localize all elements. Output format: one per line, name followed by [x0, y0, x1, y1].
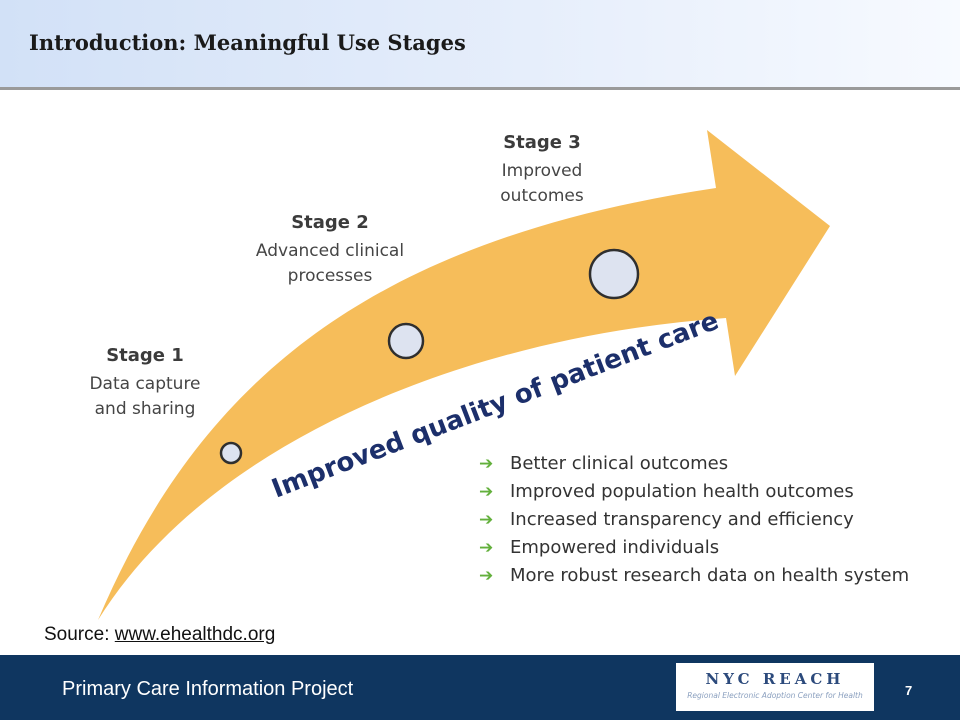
list-item: ➔More robust research data on health sys… — [479, 562, 919, 590]
header-divider — [0, 87, 960, 90]
footer-bar: Primary Care Information Project NYC REA… — [0, 655, 960, 720]
page-title: Introduction: Meaningful Use Stages — [29, 30, 466, 55]
header-bar — [0, 0, 960, 88]
green-arrow-icon: ➔ — [479, 482, 494, 502]
stage-1-marker — [219, 441, 243, 465]
source-link[interactable]: www.ehealthdc.org — [114, 624, 276, 645]
list-item: ➔Improved population health outcomes — [479, 478, 919, 506]
nyc-reach-logo: NYC REACH Regional Electronic Adoption C… — [676, 663, 874, 711]
stage-3-title: Stage 3 — [503, 132, 581, 153]
stage-3: Stage 3 Improved outcomes — [472, 132, 612, 209]
source-citation: Source: www.ehealthdc.org — [44, 624, 275, 646]
green-arrow-icon: ➔ — [479, 454, 494, 474]
footer-project-name: Primary Care Information Project — [62, 678, 354, 700]
stage-3-marker — [588, 248, 640, 300]
stage-2-marker — [387, 322, 425, 360]
stage-2-description: Advanced clinical processes — [255, 241, 405, 286]
stage-2: Stage 2 Advanced clinical processes — [240, 212, 420, 289]
logo-title: NYC REACH — [705, 670, 845, 688]
list-item: ➔Empowered individuals — [479, 534, 919, 562]
green-arrow-icon: ➔ — [479, 538, 494, 558]
list-item: ➔Increased transparency and efficiency — [479, 506, 919, 534]
source-label: Source: — [44, 624, 110, 645]
benefits-list: ➔Better clinical outcomes ➔Improved popu… — [479, 450, 919, 590]
stage-1-title: Stage 1 — [106, 345, 184, 366]
stage-1: Stage 1 Data capture and sharing — [70, 345, 220, 422]
stage-3-description: Improved outcomes — [500, 161, 584, 206]
logo-subtitle: Regional Electronic Adoption Center for … — [687, 691, 863, 700]
page-number: 7 — [905, 683, 913, 698]
green-arrow-icon: ➔ — [479, 510, 494, 530]
stage-1-description: Data capture and sharing — [89, 374, 201, 419]
green-arrow-icon: ➔ — [479, 566, 494, 586]
curved-arrow — [98, 130, 830, 620]
stage-2-title: Stage 2 — [291, 212, 369, 233]
list-item: ➔Better clinical outcomes — [479, 450, 919, 478]
